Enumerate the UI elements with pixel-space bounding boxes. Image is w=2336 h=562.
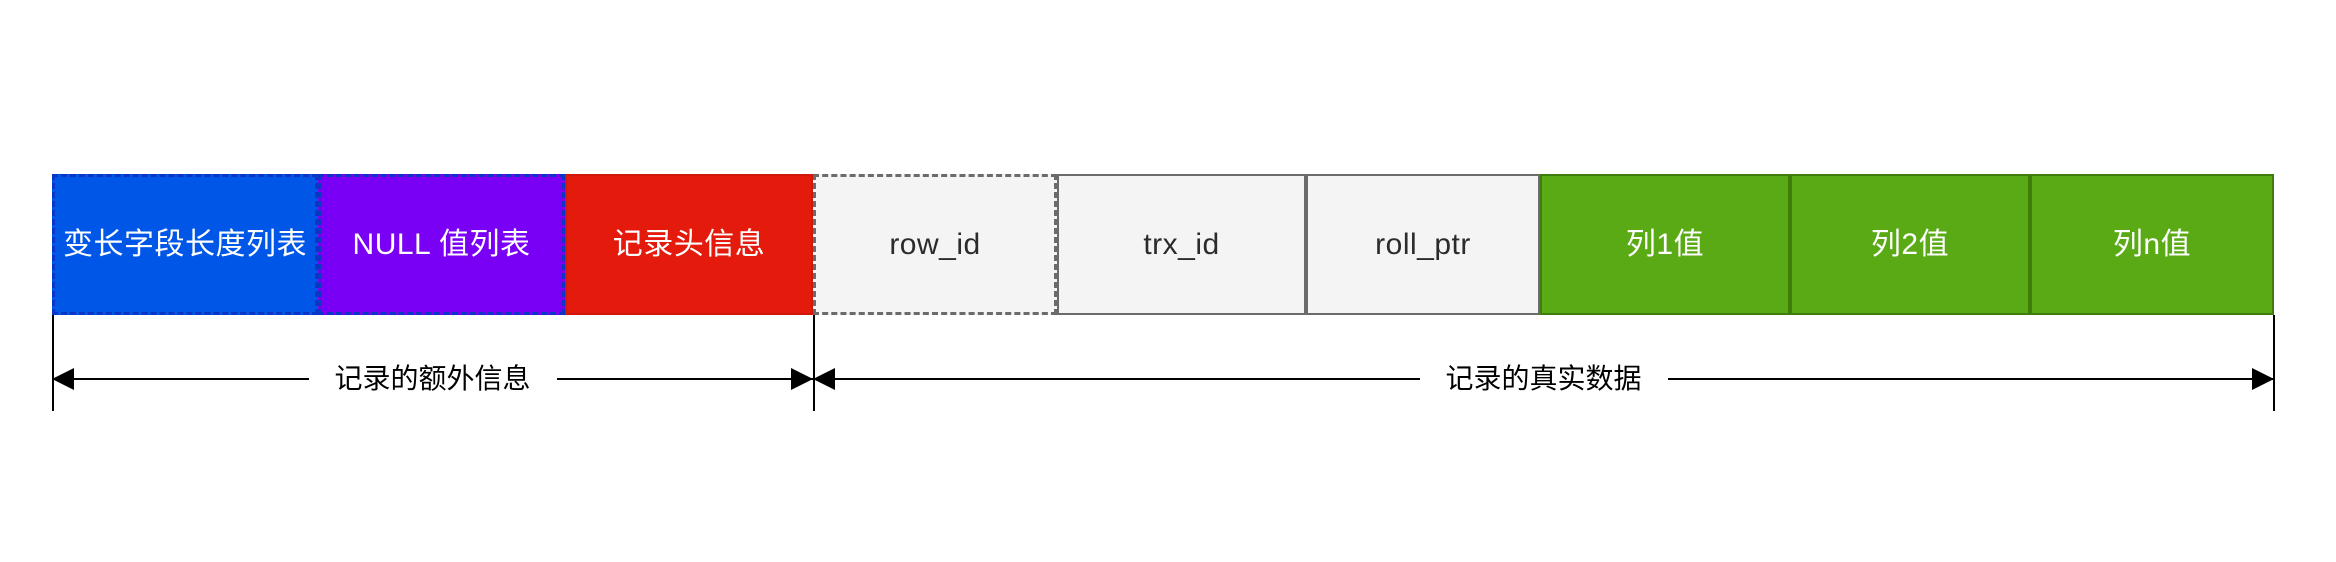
tick-middle bbox=[813, 315, 815, 411]
segment-label: 列n值 bbox=[2112, 227, 2192, 261]
segment-label: row_id bbox=[889, 227, 981, 261]
segment-label: trx_id bbox=[1143, 227, 1220, 261]
segment-trx-id[interactable]: trx_id bbox=[1057, 174, 1306, 315]
segment-label: 列1值 bbox=[1625, 227, 1705, 261]
measurement-real-data-span: 记录的真实数据 bbox=[813, 359, 2275, 399]
segment-column-1-value[interactable]: 列1值 bbox=[1540, 174, 1790, 315]
measurement-line-right bbox=[556, 368, 814, 390]
segment-roll-ptr[interactable]: roll_ptr bbox=[1306, 174, 1540, 315]
measurement-label: 记录的额外信息 bbox=[334, 363, 531, 394]
tick-start bbox=[52, 315, 54, 411]
segment-label: 变长字段长度列表 bbox=[63, 227, 307, 261]
arrow-right-icon bbox=[2252, 368, 2275, 390]
arrow-left-icon bbox=[813, 368, 835, 390]
tick-end bbox=[2273, 315, 2275, 411]
measurement-label: 记录的真实数据 bbox=[1445, 363, 1642, 394]
segment-column-n-value[interactable]: 列n值 bbox=[2030, 174, 2274, 315]
segment-var-len-field-list[interactable]: 变长字段长度列表 bbox=[52, 174, 318, 315]
segment-label: 记录头信息 bbox=[612, 227, 766, 261]
arrow-right-icon bbox=[791, 368, 814, 390]
arrow-left-icon bbox=[52, 368, 74, 390]
measurement-line-right bbox=[1667, 368, 2275, 390]
segment-record-header[interactable]: 记录头信息 bbox=[565, 174, 813, 315]
segment-row-id[interactable]: row_id bbox=[813, 174, 1057, 315]
segment-label: roll_ptr bbox=[1375, 227, 1471, 261]
segment-null-value-list[interactable]: NULL 值列表 bbox=[318, 174, 565, 315]
measurement-line-left bbox=[813, 368, 1420, 390]
segment-column-2-value[interactable]: 列2值 bbox=[1790, 174, 2030, 315]
segment-label: 列2值 bbox=[1870, 227, 1950, 261]
measurement-line-left bbox=[52, 368, 309, 390]
segment-label: NULL 值列表 bbox=[352, 227, 531, 261]
measurement-extra-info-span: 记录的额外信息 bbox=[52, 359, 814, 399]
